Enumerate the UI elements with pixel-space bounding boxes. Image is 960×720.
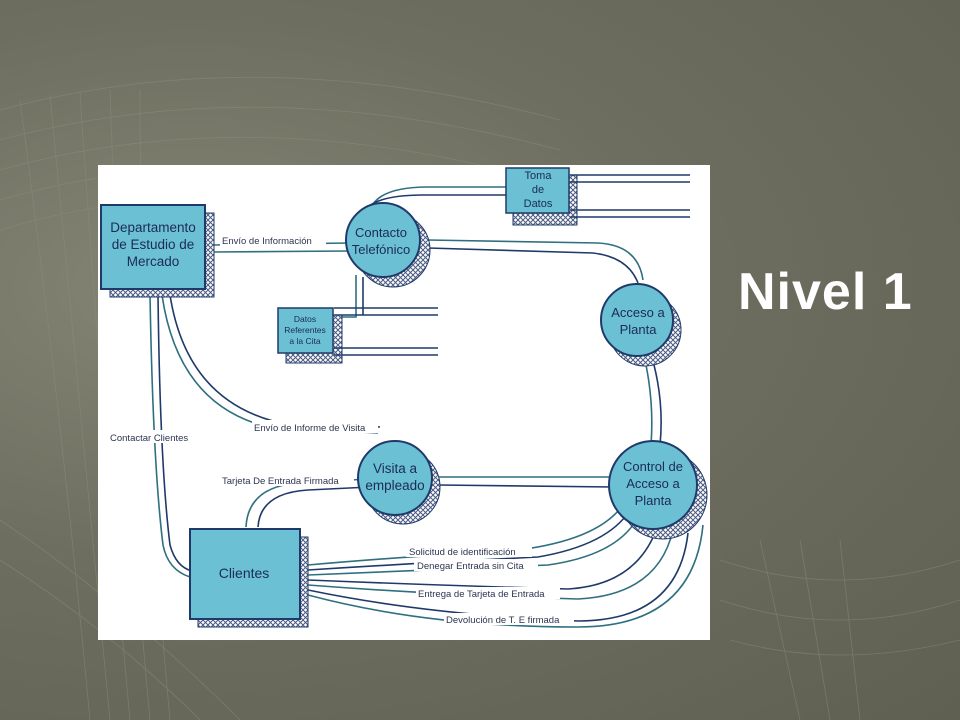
process-control-line-2: Acceso a <box>626 476 680 491</box>
flow-label-entrega-tarjeta: Entrega de Tarjeta de Entrada <box>418 589 545 600</box>
entity-departamento-line-1: Departamento <box>110 220 196 235</box>
flow-label-tarjeta-entrada-firmada: Tarjeta De Entrada Firmada <box>222 476 339 487</box>
flow-label-devolucion-te-firmada: Devolución de T. E firmada <box>446 615 560 626</box>
process-acceso-line-1: Acceso a <box>611 305 665 320</box>
flow-label-denegar-entrada: Denegar Entrada sin Cita <box>417 561 524 572</box>
store-toma-de-datos: Toma de Datos <box>505 167 690 226</box>
store-datos-referentes-cita: Datos Referentes a la Cita <box>277 307 438 364</box>
process-visita-line-1: Visita a <box>373 461 418 476</box>
store-toma-line-1: Toma <box>525 170 553 182</box>
entity-departamento-estudio-mercado: Departamento de Estudio de Mercado <box>100 204 215 298</box>
store-datos-line-3: a la Cita <box>289 336 320 346</box>
flow-label-envio-informacion: Envío de Información <box>222 236 312 247</box>
process-visita-line-2: empleado <box>365 478 424 493</box>
process-control-line-1: Control de <box>623 459 683 474</box>
process-acceso-line-2: Planta <box>620 322 658 337</box>
process-contacto-telefonico: Contacto Telefónico <box>345 202 431 288</box>
slide-title: Nivel 1 <box>738 263 913 321</box>
process-visita-a-empleado: Visita a empleado <box>357 440 441 525</box>
process-acceso-a-planta: Acceso a Planta <box>600 283 682 367</box>
flow-label-contactar-clientes: Contactar Clientes <box>110 433 188 444</box>
data-flow-diagram: Toma de Datos Datos Referentes a la Cita… <box>98 165 710 640</box>
store-datos-line-2: Referentes <box>284 325 326 335</box>
flow-label-solicitud-identificacion: Solicitud de identificación <box>409 547 516 558</box>
store-toma-line-2: de <box>532 184 544 196</box>
store-toma-line-3: Datos <box>524 198 553 210</box>
process-contacto-line-1: Contacto <box>355 225 407 240</box>
flow-label-envio-informe-visita: Envío de Informe de Visita <box>254 423 366 434</box>
entity-departamento-line-2: de Estudio de <box>112 237 195 252</box>
flow-lines <box>149 186 704 628</box>
process-control-acceso-planta: Control de Acceso a Planta <box>608 440 708 540</box>
store-datos-line-1: Datos <box>294 314 316 324</box>
entity-departamento-line-3: Mercado <box>127 254 180 269</box>
entity-clientes: Clientes <box>189 528 309 628</box>
flow-labels: Envío de Información Envío de Informe de… <box>108 233 574 626</box>
process-control-line-3: Planta <box>635 493 673 508</box>
entity-clientes-label: Clientes <box>219 565 270 581</box>
process-contacto-line-2: Telefónico <box>352 242 411 257</box>
